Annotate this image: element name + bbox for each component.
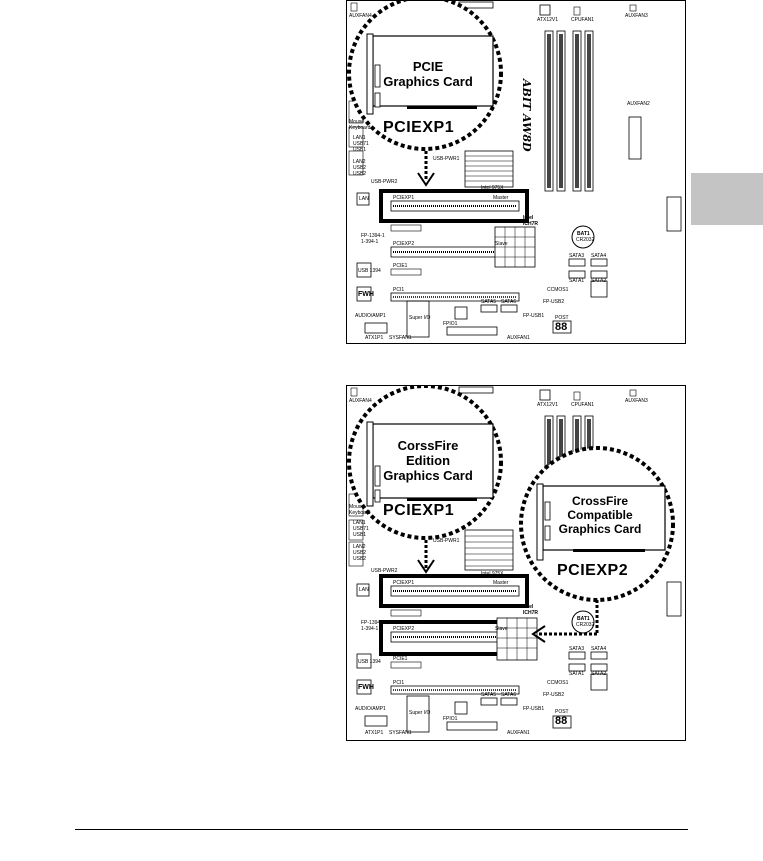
- pciexp1-slot-name-b: PCIEXP1: [393, 580, 415, 586]
- graphics-card-label: PCIE Graphics Card: [383, 59, 473, 89]
- board-layout-svg: [347, 1, 682, 338]
- label-sysfan1-b: SYSFAN1: [389, 730, 412, 736]
- label-fp-usb2: FP-USB2: [543, 299, 565, 305]
- label-lan2: LAN2 USB2 USB2: [353, 159, 367, 177]
- label-usb1394: USB 1394: [358, 268, 381, 274]
- board-layout-svg-crossfire: [347, 386, 682, 733]
- label-auxfan4-b: AUXFAN4: [349, 398, 372, 404]
- label-atx12v1-b: ATX12V1: [537, 402, 559, 408]
- label-sata3: SATA3: [569, 253, 585, 259]
- label-fp-usb1: FP-USB1: [523, 313, 545, 319]
- label-sata5-b: SATA5: [481, 692, 497, 698]
- crossfire-edition-card-label: CorssFire Edition Graphics Card: [383, 438, 473, 483]
- label-audio-amp1-b: AUDIO/AMP1: [355, 706, 386, 712]
- label-sata4: SATA4: [591, 253, 607, 259]
- label-fpio1: FPIO1: [443, 321, 458, 327]
- label-sata2: SATA2: [591, 278, 607, 284]
- label-fp-usb1-b: FP-USB1: [523, 706, 545, 712]
- crossfire-compatible-card-label: CrossFire Compatible Graphics Card: [558, 494, 642, 536]
- label-usb-pwr1: USB-PWR1: [433, 156, 460, 162]
- label-intel-975x: Intel 975X: [481, 185, 504, 191]
- label-fp-1394-b: FP-1394-1 1-394-1: [361, 620, 385, 632]
- label-lan1-b: LAN1 USB71 USB1: [353, 520, 369, 538]
- pcie1-small-label: PCIE1: [393, 263, 408, 269]
- label-auxfan3: AUXFAN3: [625, 13, 648, 19]
- label-sata1: SATA1: [569, 278, 585, 284]
- label-auxfan1: AUXFAN1: [507, 335, 530, 341]
- label-fp-1394: FP-1394-1 1-394-1: [361, 233, 385, 245]
- label-super-io-b: Super I/O: [409, 710, 431, 716]
- label-audio-amp1: AUDIO/AMP1: [355, 313, 386, 319]
- board-brand: ABIT AW8D: [520, 79, 533, 152]
- label-usb-pwr2-b: USB-PWR2: [371, 568, 398, 574]
- footer-rule: [75, 829, 688, 830]
- label-usb-pwr2: USB-PWR2: [371, 179, 398, 185]
- label-super-io: Super I/O: [409, 315, 431, 321]
- label-sata6: SATA6: [501, 299, 517, 305]
- label-fwh: FWH: [358, 291, 374, 298]
- label-post-b: POST: [555, 709, 569, 715]
- label-pci1-b: PCI1: [393, 680, 405, 686]
- label-auxfan2: AUXFAN2: [627, 101, 650, 107]
- label-sata1-b: SATA1: [569, 671, 585, 677]
- label-cr2032-b: CR2032: [576, 622, 595, 628]
- label-intel-975x-b: Intel 975X: [481, 571, 504, 577]
- pciexp2-slot-mode: Slave: [495, 241, 508, 247]
- label-sata4-b: SATA4: [591, 646, 607, 652]
- label-lan: LAN: [359, 196, 369, 202]
- label-intel-ich7r: Intel ICH7R: [523, 215, 539, 227]
- label-fwh-b: FWH: [358, 684, 374, 691]
- label-cr2032: CR2032: [576, 237, 595, 243]
- label-cpufan1-b: CPUFAN1: [571, 402, 595, 408]
- label-sysfan1: SYSFAN1: [389, 335, 412, 341]
- label-post: POST: [555, 315, 569, 321]
- label-usb-pwr1-b: USB-PWR1: [433, 538, 460, 544]
- label-usb1394-b: USB 1394: [358, 659, 381, 665]
- pciexp2-slot-name-b: PCIEXP2: [393, 626, 415, 632]
- label-sata3-b: SATA3: [569, 646, 585, 652]
- pciexp1-callout-b: PCIEXP1: [383, 502, 455, 519]
- pciexp1-slot-mode: Master: [493, 195, 509, 201]
- label-pci1: PCI1: [393, 287, 405, 293]
- motherboard-diagram-crossfire: AUXFAN4 ATX12V1 CPUFAN1 AUXFAN3 Mouse Ke…: [346, 385, 686, 741]
- motherboard-diagram-pcie-single: ABIT AW8D AUXFAN4 ATX12V1 CPUFAN1 AUXFAN…: [346, 0, 686, 344]
- label-mouse-keyboard-b: Mouse Keyboard: [349, 504, 371, 516]
- pciexp2-callout: PCIEXP2: [557, 562, 629, 579]
- pciexp1-slot-name: PCIEXP1: [393, 195, 415, 201]
- label-fpio1-b: FPIO1: [443, 716, 458, 722]
- label-lan1: LAN1 USB71 USB1: [353, 135, 369, 153]
- pcie1-small-label-b: PCIE1: [393, 656, 408, 662]
- label-bat1-b: BAT1: [577, 616, 590, 622]
- label-atx1p1-b: ATX1P1: [365, 730, 384, 736]
- pciexp2-slot-name: PCIEXP2: [393, 241, 415, 247]
- label-intel-ich7r-b: Intel ICH7R: [523, 604, 539, 616]
- label-atx1p1: ATX1P1: [365, 335, 384, 341]
- pciexp1-slot-mode-b: Master: [493, 580, 509, 586]
- label-cpufan1: CPUFAN1: [571, 17, 595, 23]
- post-display: 88: [555, 321, 568, 333]
- chapter-tab: [691, 173, 763, 225]
- label-lan-b: LAN: [359, 587, 369, 593]
- label-fp-usb2-b: FP-USB2: [543, 692, 565, 698]
- pciexp1-callout: PCIEXP1: [383, 119, 455, 136]
- label-auxfan4: AUXFAN4: [349, 13, 372, 19]
- label-ccmos1-b: CCMOS1: [547, 680, 569, 686]
- label-mouse-keyboard: Mouse Keyboard: [349, 119, 371, 131]
- label-sata2-b: SATA2: [591, 671, 607, 677]
- label-lan2-b: LAN2 USB2 USB2: [353, 544, 367, 562]
- label-auxfan3-b: AUXFAN3: [625, 398, 648, 404]
- label-atx12v1: ATX12V1: [537, 17, 559, 23]
- post-display-b: 88: [555, 715, 568, 727]
- label-sata6-b: SATA6: [501, 692, 517, 698]
- label-sata5: SATA5: [481, 299, 497, 305]
- label-auxfan1-b: AUXFAN1: [507, 730, 530, 736]
- label-bat1: BAT1: [577, 231, 590, 237]
- label-ccmos1: CCMOS1: [547, 287, 569, 293]
- pciexp2-slot-mode-b: Slave: [495, 626, 508, 632]
